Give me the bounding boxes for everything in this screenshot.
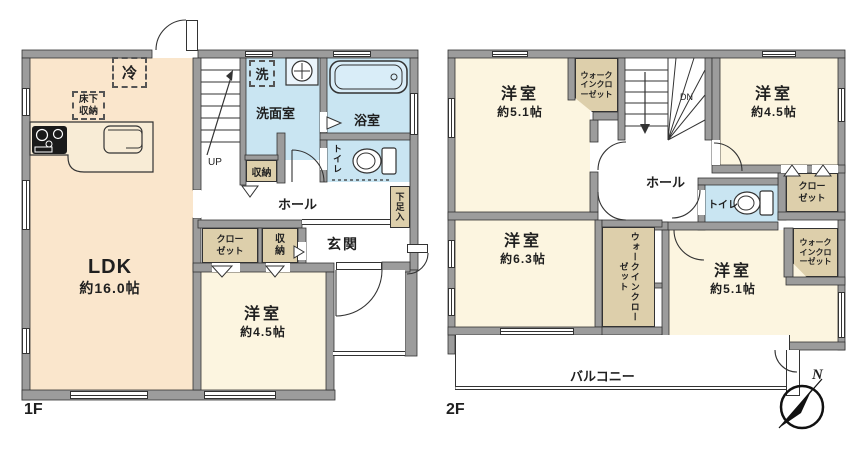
door-marks — [210, 116, 832, 278]
window — [500, 328, 574, 335]
window — [22, 328, 30, 354]
label-hall-2f: ホール — [646, 175, 686, 190]
window — [492, 51, 528, 57]
window — [448, 98, 455, 138]
stairs-1f — [201, 69, 240, 156]
walk-in-closet-mid: ウォークインクローゼット — [602, 227, 655, 327]
label-toilet-2f: トイレ — [708, 200, 738, 211]
window — [245, 51, 273, 57]
room-bedroom-1f — [201, 272, 326, 390]
stove-icon — [32, 126, 67, 154]
label-compass-north: N — [812, 367, 823, 383]
window — [204, 391, 276, 399]
porch-edge — [333, 351, 405, 356]
walk-in-closet-se: ウォークインクローゼット — [793, 228, 838, 277]
toilet-icon-2f — [733, 190, 774, 216]
storage-under-stairs: 収納 — [246, 160, 277, 182]
label-toilet-1f: トイレ — [332, 144, 342, 174]
label-bathroom: 浴室 — [354, 113, 381, 128]
label-stairs-up: UP — [208, 157, 222, 168]
washbasin-icon — [285, 57, 319, 86]
room-2f-ne — [720, 58, 838, 165]
underfloor-storage: 床下収納 — [72, 91, 105, 120]
label-entrance: 玄関 — [327, 236, 359, 252]
label-floor-2f: 2F — [446, 401, 465, 418]
window — [762, 51, 796, 57]
label-floor-1f: 1F — [24, 401, 43, 418]
east-door-leaf — [407, 244, 428, 253]
washer-space: 洗 — [249, 60, 275, 87]
window — [410, 93, 418, 135]
bathtub-icon — [329, 60, 408, 94]
opening-ldk-hall — [193, 190, 201, 218]
label-stairs-dn: DN — [680, 92, 693, 102]
entrance-step — [302, 219, 408, 225]
label-ldk: LDK 約16.0帖 — [79, 256, 141, 296]
refrigerator-space: 冷 — [112, 57, 147, 88]
stairwell-1f — [201, 58, 240, 185]
room-2f-sw — [455, 220, 595, 327]
door-arcs — [155, 19, 798, 373]
balcony-area — [455, 335, 790, 390]
label-room-2f-ne: 洋室 約4.5帖 — [751, 86, 797, 119]
shoe-cabinet: 下足入 — [390, 186, 410, 228]
label-room-2f-sw: 洋室 約6.3帖 — [500, 233, 546, 266]
stairs-2f — [625, 57, 706, 141]
top-door-leaf — [186, 20, 198, 51]
window — [448, 240, 455, 268]
entry-storage: 収納 — [262, 228, 298, 263]
closet-1f: クローゼット — [202, 228, 258, 263]
kitchen-sink-icon — [103, 125, 143, 154]
opening-toilet1f-door — [320, 148, 327, 170]
walk-in-closet-nw: ウォークインクローゼット — [575, 58, 618, 112]
label-washroom: 洗面室 — [256, 106, 296, 121]
window — [333, 51, 371, 57]
entrance-door-sill — [336, 262, 382, 270]
side-alcove — [786, 350, 800, 396]
window — [448, 288, 455, 316]
window — [22, 180, 30, 230]
room-ldk — [30, 58, 193, 390]
porch-area — [335, 270, 405, 354]
label-hall-1f: ホール — [278, 197, 318, 212]
opening-2f-toilet-door — [698, 190, 705, 215]
toilet-icon-1f — [332, 147, 397, 181]
window — [70, 391, 148, 399]
room-2f-nw — [455, 58, 590, 212]
window — [838, 88, 845, 122]
opening-2f-ne-door — [712, 140, 720, 165]
label-balcony: バルコニー — [570, 369, 635, 384]
window — [22, 88, 30, 116]
opening-bath-door — [320, 112, 327, 132]
closet-2f-ne: クローゼット — [786, 173, 838, 212]
label-room-2f-se: 洋室 約5.1帖 — [710, 263, 756, 296]
label-bedroom-1f: 洋室 約4.5帖 — [240, 306, 286, 339]
label-room-2f-nw: 洋室 約5.1帖 — [497, 86, 543, 119]
window — [838, 292, 845, 338]
compass-icon — [778, 378, 825, 430]
